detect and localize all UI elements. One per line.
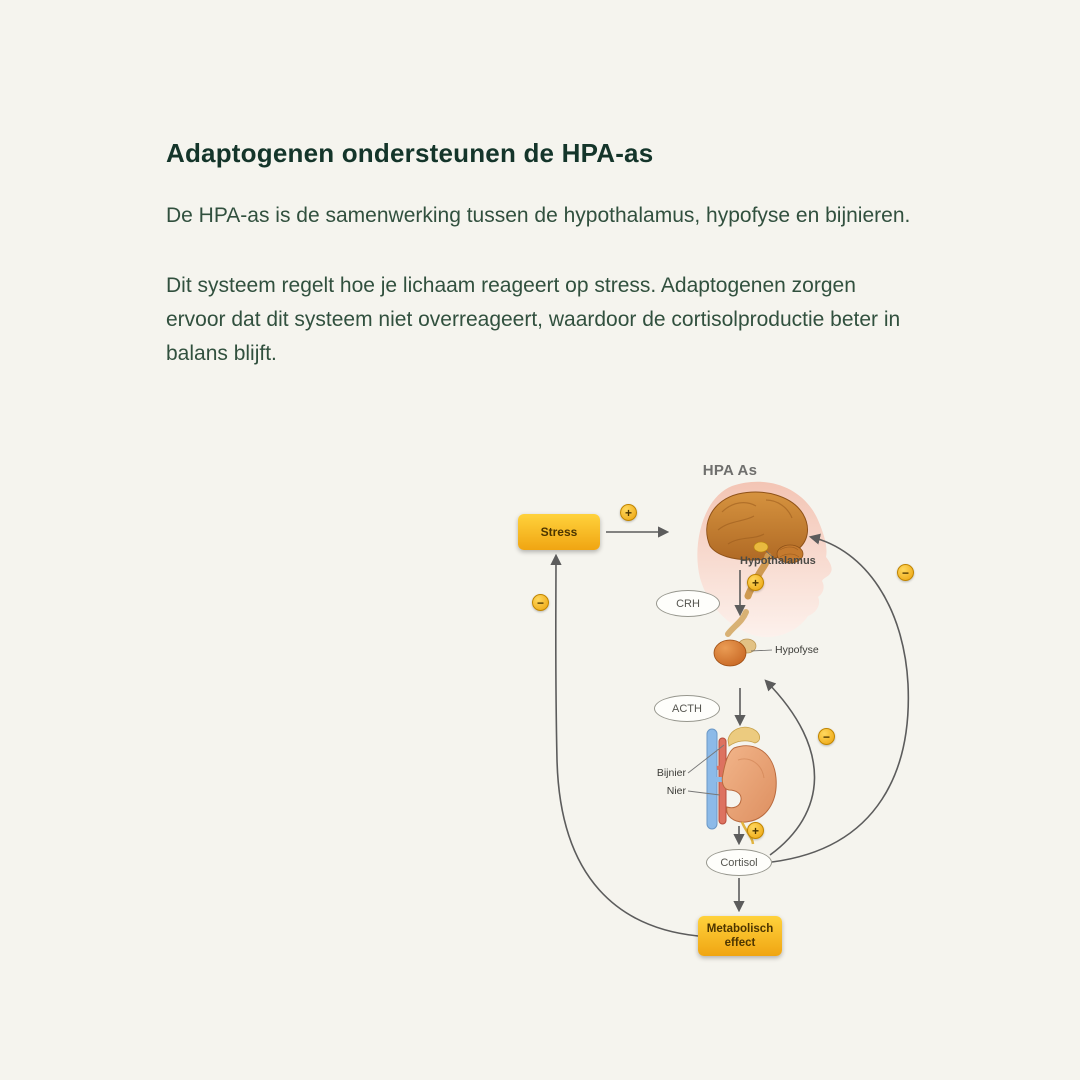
feedback-cortisol-to-brain: [771, 533, 910, 863]
stress-box: Stress: [518, 514, 600, 550]
flow-arrows: [550, 526, 910, 937]
kidney-illustration: [687, 726, 777, 845]
plus-badge-cortisol: +: [747, 822, 764, 839]
minus-badge-right-feedback: −: [897, 564, 914, 581]
paragraph-1: De HPA-as is de samenwerking tussen de h…: [166, 204, 911, 227]
plus-badge-stress: +: [620, 504, 637, 521]
hypofyse-label: Hypofyse: [775, 644, 819, 656]
hypofyse-leader-line: [750, 649, 773, 652]
text-block: Adaptogenen ondersteunen de HPA-as De HP…: [166, 138, 914, 407]
bijnier-leader-line: [687, 744, 725, 774]
page-title: Adaptogenen ondersteunen de HPA-as: [166, 138, 654, 168]
hpa-axis-diagram: HPA As Stress + Hypothalamus + CRH Hypof…: [470, 450, 950, 970]
hypothalamus-leader-line: [765, 550, 777, 561]
kidney-shape: [721, 745, 777, 823]
feedback-metabolic-to-stress: [550, 553, 699, 937]
bijnier-label: Bijnier: [656, 767, 686, 779]
minus-badge-left-feedback: −: [532, 594, 549, 611]
diagram-title: HPA As: [702, 462, 758, 479]
feedback-cortisol-to-hypofyse: [764, 679, 816, 856]
diagram-artwork: [550, 481, 910, 937]
hypothalamus-region: [753, 541, 769, 553]
acth-pill: ACTH: [654, 695, 720, 722]
crh-pill: CRH: [656, 590, 720, 617]
pituitary-illustration: [713, 609, 773, 667]
paragraph-2: Dit systeem regelt hoe je lichaam reagee…: [166, 274, 901, 365]
plus-badge-hypothalamus: +: [747, 574, 764, 591]
cortisol-pill: Cortisol: [706, 849, 772, 876]
nier-label: Nier: [666, 785, 686, 797]
metabolic-effect-box: Metabolisch effect: [698, 916, 782, 956]
hypothalamus-label: Hypothalamus: [740, 555, 816, 567]
minus-badge-mid-feedback: −: [818, 728, 835, 745]
nier-leader-line: [687, 790, 721, 796]
adrenal-gland: [727, 726, 761, 747]
